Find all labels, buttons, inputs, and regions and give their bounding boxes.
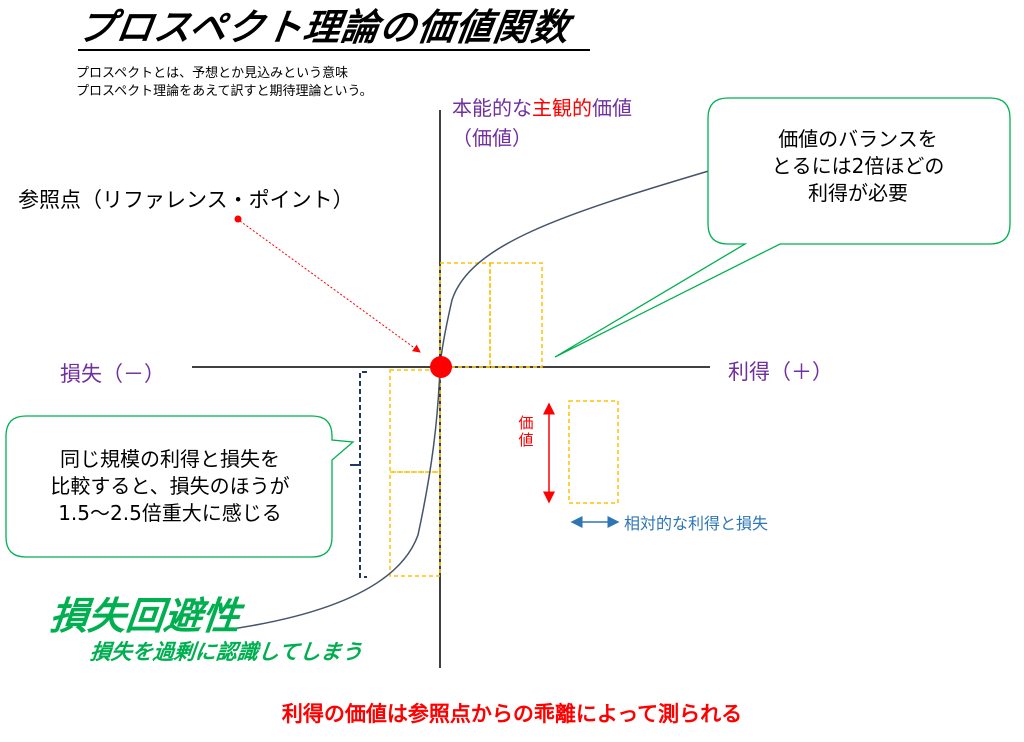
callout-left-bubble [5, 415, 355, 558]
y-axis-title-suffix: 価値 [592, 96, 632, 120]
loss-aversion-title: 損失回避性 [47, 594, 243, 638]
y-axis-title: 本能的な主観的価値 [452, 96, 632, 120]
x-axis-gain-label: 利得（＋） [728, 360, 833, 384]
callout-right-line-3: 利得が必要 [808, 181, 908, 205]
value-function-curve [224, 169, 713, 631]
loss-value-box-2 [389, 471, 441, 577]
callout-left-text: 同じ規模の利得と損失を 比較すると、損失のほうが 1.5～2.5倍重大に感じる [14, 446, 326, 527]
description-line-1: プロスペクトとは、予想とか見込みという意味 [76, 66, 349, 81]
x-axis-loss-label: 損失（－） [60, 362, 165, 386]
y-axis-title-prefix: 本能的な [452, 96, 532, 120]
loss-aversion-subtitle: 損失を過剰に認識してしまう [88, 640, 364, 664]
gain-value-box-2 [489, 262, 543, 368]
loss-bracket [359, 371, 367, 578]
refpoint-pointer-line [239, 220, 421, 353]
y-axis-title-emphasis: 主観的 [532, 96, 592, 120]
description-line-2: プロスペクト理論をあえて訳すと期待理論という。 [76, 84, 373, 99]
reference-point-label: 参照点（リファレンス・ポイント） [18, 188, 354, 212]
callout-left-line-3: 1.5～2.5倍重大に感じる [58, 501, 282, 525]
legend-value-label: 価値 [518, 414, 534, 450]
callout-right-line-2: とるには2倍ほどの [771, 154, 945, 178]
callout-right-bubble [554, 97, 1011, 358]
refpoint-pointer-dot [234, 215, 242, 223]
bottom-note: 利得の価値は参照点からの乖離によって測られる [281, 702, 743, 726]
page-title: プロスペクト理論の価値関数 [75, 6, 573, 49]
callout-left-line-1: 同じ規模の利得と損失を [60, 447, 280, 471]
y-axis-subtitle: （価値） [452, 126, 532, 150]
callout-right-text: 価値のバランスを とるには2倍ほどの 利得が必要 [718, 126, 998, 207]
reference-point-dot [430, 356, 452, 378]
legend-relative-label: 相対的な利得と損失 [624, 514, 769, 533]
legend-box [568, 400, 619, 504]
callout-left-line-2: 比較すると、損失のほうが [50, 474, 290, 498]
callout-right-line-1: 価値のバランスを [778, 127, 938, 151]
gain-value-box-1 [439, 262, 491, 368]
